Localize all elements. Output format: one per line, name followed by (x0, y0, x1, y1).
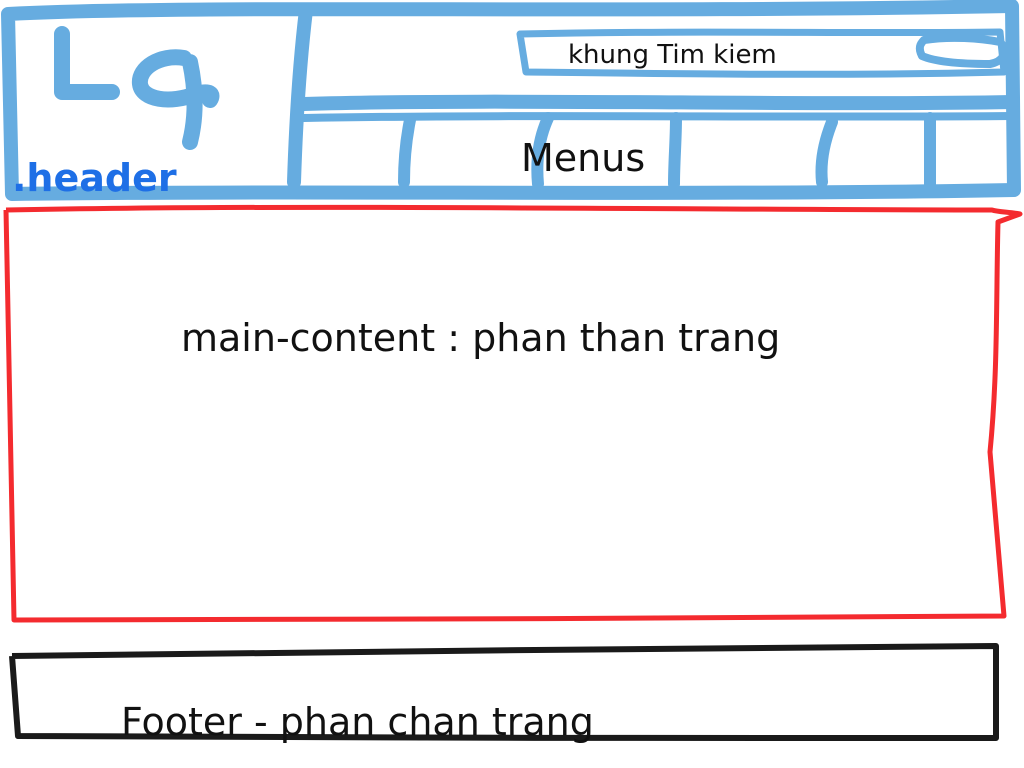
menus-label: Menus (521, 136, 646, 180)
header-label: .header (12, 156, 177, 200)
main-content-label: main-content : phan than trang (181, 316, 781, 360)
search-row-line (297, 94, 1019, 111)
menu-row-line (300, 112, 1016, 122)
footer-frame (9, 643, 999, 742)
footer-label: Footer - phan chan trang (121, 700, 594, 744)
menu-divider-1 (398, 114, 416, 188)
header-region (1, 0, 1021, 201)
logo-divider (287, 3, 313, 189)
header-frame (1, 0, 1021, 201)
search-button-shape (915, 33, 1009, 68)
logo-letter-q (131, 49, 220, 150)
search-box (516, 28, 1008, 78)
main-content-frame (3, 204, 1023, 623)
menu-divider-2 (531, 112, 554, 190)
search-box-label: khung Tim kiem (568, 40, 777, 70)
menu-divider-3 (668, 112, 682, 190)
logo-letter-l (54, 26, 120, 100)
menu-divider-4 (815, 116, 838, 188)
